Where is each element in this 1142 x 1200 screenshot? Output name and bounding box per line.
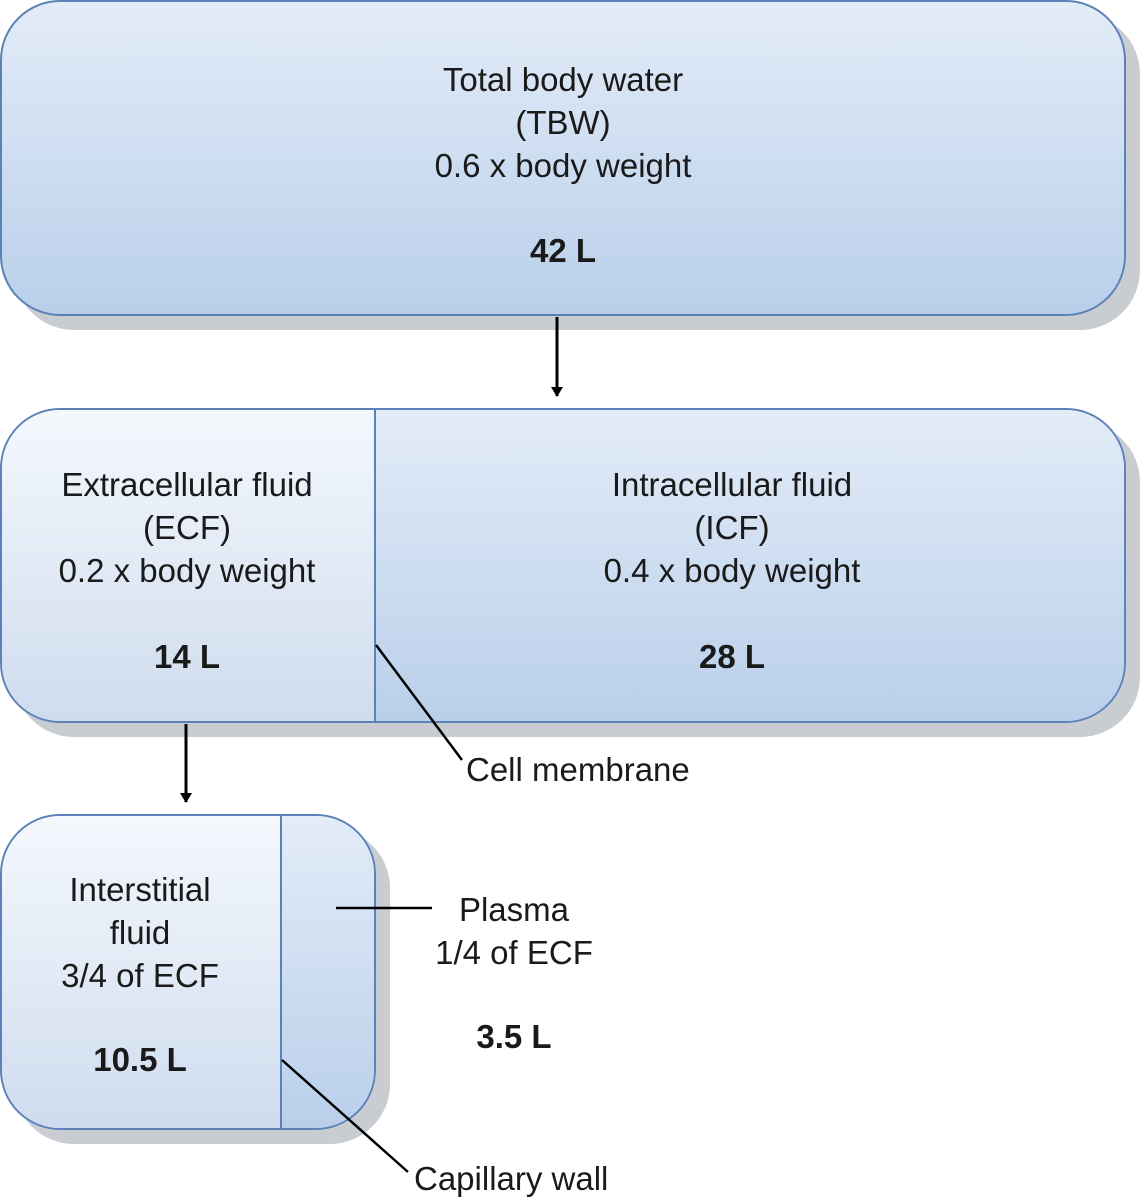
ecf-compartment (2, 410, 376, 721)
tbw-label: Total body water (TBW) 0.6 x body weight (0, 58, 1126, 187)
cell-membrane-label: Cell membrane (466, 751, 690, 788)
icf-compartment (376, 410, 1124, 721)
plasma-compartment (282, 816, 374, 1128)
interstitial-volume: 10.5 L (93, 1041, 187, 1078)
capillary-wall-label: Capillary wall (414, 1160, 609, 1197)
icf-title: Intracellular fluid (611, 466, 853, 503)
tbw-abbrev: (TBW) (515, 104, 611, 141)
ecf-label: Extracellular fluid (ECF) 0.2 x body wei… (0, 463, 374, 592)
icf-abbrev: (ICF) (694, 509, 770, 546)
interstitial-title: Interstitial (69, 871, 211, 908)
tbw-box (0, 0, 1126, 316)
tbw-volume: 42 L (529, 232, 597, 269)
ecf-volume: 14 L (153, 638, 221, 675)
interstitial-plasma-box (0, 814, 376, 1130)
ecf-title: Extracellular fluid (61, 466, 313, 503)
ecf-icf-box (0, 408, 1126, 723)
interstitial-compartment (2, 816, 282, 1128)
icf-ratio: 0.4 x body weight (603, 552, 861, 589)
plasma-volume: 3.5 L (476, 1018, 552, 1055)
icf-label: Intracellular fluid (ICF) 0.4 x body wei… (376, 463, 1088, 592)
cell-membrane-leader (374, 644, 464, 761)
plasma-label: Plasma 1/4 of ECF (404, 888, 624, 974)
interstitial-label: Interstitial fluid 3/4 of ECF (0, 868, 280, 997)
tbw-ratio: 0.6 x body weight (434, 147, 692, 184)
plasma-title: Plasma (458, 891, 570, 928)
icf-volume: 28 L (698, 638, 766, 675)
interstitial-title-2: fluid (109, 914, 171, 951)
ecf-ratio: 0.2 x body weight (58, 552, 316, 589)
capillary-wall-leader (281, 1059, 409, 1173)
tbw-title: Total body water (442, 61, 684, 98)
plasma-ratio: 1/4 of ECF (435, 934, 593, 971)
ecf-abbrev: (ECF) (143, 509, 231, 546)
interstitial-ratio: 3/4 of ECF (61, 957, 219, 994)
